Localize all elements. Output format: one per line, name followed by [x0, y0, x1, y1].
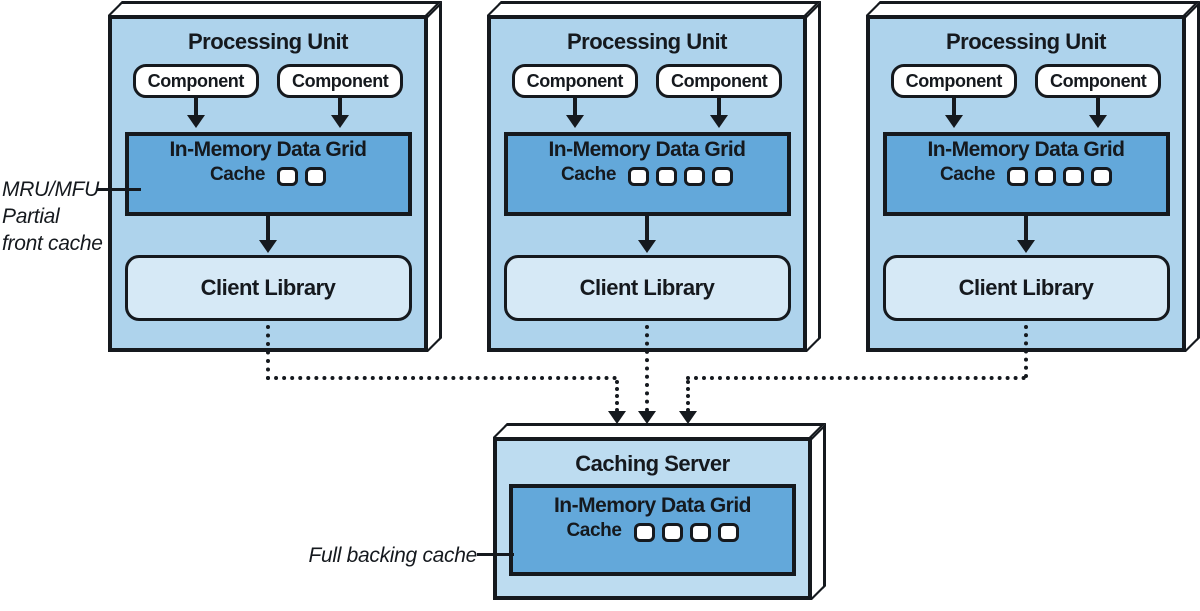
arrowhead-icon: [259, 240, 277, 253]
annotation-line: MRU/MFU: [2, 178, 100, 201]
dotted-arrowhead-icon: [608, 411, 626, 424]
box-top-face: [493, 423, 826, 437]
box-right-face: [428, 1, 442, 352]
component-row: Component Component: [890, 64, 1162, 128]
component-box: Component: [511, 64, 638, 98]
dotted-connector: [686, 376, 1026, 380]
caching-server-box: Caching Server In-Memory Data Grid Cache: [493, 423, 826, 600]
cache-slot: [628, 166, 650, 186]
cache-slots: [277, 166, 327, 186]
cache-slot: [1063, 166, 1085, 186]
cache-slot: [661, 522, 683, 542]
grid-to-client-arrow: [259, 216, 277, 253]
component-row: Component Component: [132, 64, 404, 128]
arrowhead-icon: [565, 115, 584, 128]
processing-unit-box: Processing Unit Component Component In-M…: [866, 1, 1200, 352]
component-row: Component Component: [511, 64, 783, 128]
cache-slot: [305, 166, 327, 186]
annotation-backing-cache: Full backing cache: [308, 544, 477, 567]
pointer-line: [477, 553, 514, 556]
box-right-face: [812, 423, 826, 600]
box-top-face: [487, 1, 821, 15]
component-box: Component: [277, 64, 404, 98]
box-right-face: [1186, 1, 1200, 352]
cache-slot: [689, 522, 711, 542]
component-box: Component: [890, 64, 1017, 98]
dotted-connector: [615, 380, 619, 412]
arrowhead-icon: [186, 115, 205, 128]
cache-label: Cache: [209, 164, 266, 185]
component-arrow: [944, 98, 963, 128]
client-library-box: Client Library: [882, 255, 1170, 321]
cache-label: Cache: [560, 164, 617, 185]
cache-slot: [717, 522, 739, 542]
cache-slot: [1091, 166, 1113, 186]
cache-row: Cache: [566, 520, 739, 542]
cache-slot: [1035, 166, 1057, 186]
dotted-arrowhead-icon: [638, 411, 656, 424]
in-memory-data-grid-box: In-Memory Data Grid Cache: [882, 132, 1170, 216]
cache-row: Cache: [560, 164, 734, 186]
cache-slot: [1007, 166, 1029, 186]
dotted-connector: [266, 376, 617, 380]
arrowhead-icon: [944, 115, 963, 128]
box-top-face: [108, 1, 442, 15]
cache-slot: [684, 166, 706, 186]
box-right-face: [807, 1, 821, 352]
server-title: Caching Server: [575, 451, 730, 476]
grid-title: In-Memory Data Grid: [553, 494, 752, 517]
annotation-front-cache: MRU/MFU Partial front cache: [2, 176, 142, 257]
cache-slots: [1007, 166, 1113, 186]
annotation-line: Partial: [2, 205, 60, 228]
component-box: Component: [132, 64, 259, 98]
cache-row: Cache: [209, 164, 327, 186]
box-top-face: [866, 1, 1200, 15]
in-memory-data-grid-box: In-Memory Data Grid Cache: [509, 484, 796, 576]
grid-title: In-Memory Data Grid: [927, 138, 1125, 161]
dotted-connector: [266, 325, 270, 380]
client-library-box: Client Library: [124, 255, 412, 321]
arrowhead-icon: [1089, 115, 1108, 128]
annotation-line: front cache: [2, 232, 103, 255]
unit-title: Processing Unit: [946, 29, 1106, 54]
grid-title: In-Memory Data Grid: [169, 138, 367, 161]
grid-to-client-arrow: [638, 216, 656, 253]
arrowhead-icon: [638, 240, 656, 253]
grid-to-client-arrow: [1017, 216, 1035, 253]
cache-slot: [633, 522, 655, 542]
cache-slot: [277, 166, 299, 186]
cache-label: Cache: [566, 520, 622, 541]
dotted-connector: [645, 325, 649, 412]
grid-title: In-Memory Data Grid: [548, 138, 746, 161]
unit-title: Processing Unit: [567, 29, 727, 54]
cache-slot: [712, 166, 734, 186]
component-arrow: [565, 98, 584, 128]
cache-row: Cache: [939, 164, 1113, 186]
component-box: Component: [656, 64, 783, 98]
in-memory-data-grid-box: In-Memory Data Grid Cache: [503, 132, 791, 216]
component-arrow: [1089, 98, 1108, 128]
component-arrow: [710, 98, 729, 128]
pointer-line: [97, 188, 141, 191]
component-arrow: [186, 98, 205, 128]
dotted-arrowhead-icon: [679, 411, 697, 424]
cache-slot: [656, 166, 678, 186]
arrowhead-icon: [331, 115, 350, 128]
processing-unit-box: Processing Unit Component Component In-M…: [108, 1, 442, 352]
cache-slots: [633, 522, 739, 542]
component-box: Component: [1035, 64, 1162, 98]
cache-label: Cache: [939, 164, 996, 185]
client-library-box: Client Library: [503, 255, 791, 321]
in-memory-data-grid-box: In-Memory Data Grid Cache: [124, 132, 412, 216]
arrowhead-icon: [710, 115, 729, 128]
processing-unit-box: Processing Unit Component Component In-M…: [487, 1, 821, 352]
cache-slots: [628, 166, 734, 186]
arrowhead-icon: [1017, 240, 1035, 253]
component-arrow: [331, 98, 350, 128]
unit-title: Processing Unit: [188, 29, 348, 54]
dotted-connector: [686, 380, 690, 412]
dotted-connector: [1024, 325, 1028, 378]
